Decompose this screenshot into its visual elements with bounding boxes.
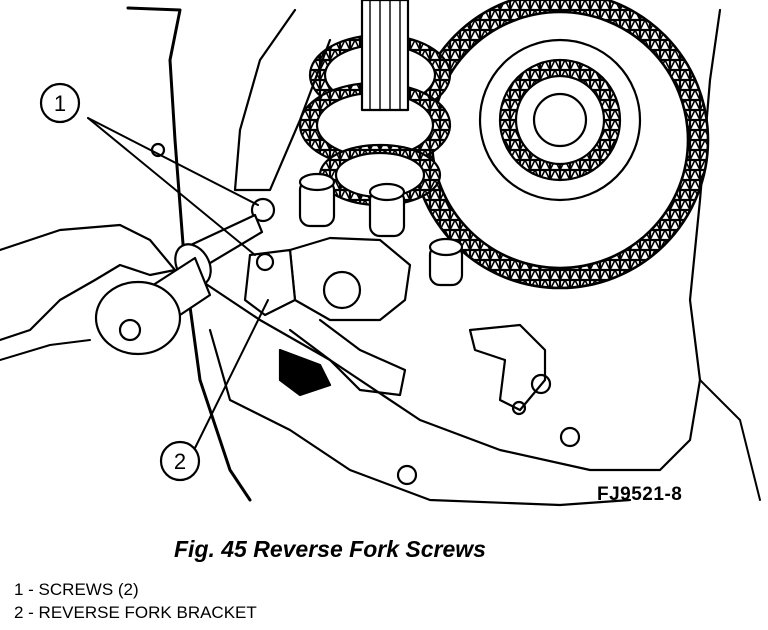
legend: 1 - SCREWS (2) 2 - REVERSE FORK BRACKET <box>14 578 257 624</box>
reverse-fork <box>243 236 412 397</box>
screwdriver-and-hand <box>0 197 276 361</box>
callout-1-label: 1 <box>54 91 66 116</box>
callout-2-label: 2 <box>174 449 186 474</box>
callout-2: 2 <box>159 440 201 482</box>
transmission-illustration: 1 2 <box>0 0 761 507</box>
shift-rails <box>233 8 464 287</box>
legend-item-reverse-fork-bracket: 2 - REVERSE FORK BRACKET <box>14 603 257 622</box>
figure-caption: Fig. 45 Reverse Fork Screws <box>174 536 486 562</box>
legend-item-screws: 1 - SCREWS (2) <box>14 580 139 599</box>
leader-lines <box>87 117 269 449</box>
gear-stack <box>298 0 452 207</box>
callout-1: 1 <box>39 82 81 124</box>
figure-code: FJ9521-8 <box>597 484 683 505</box>
gear-large <box>410 0 710 290</box>
